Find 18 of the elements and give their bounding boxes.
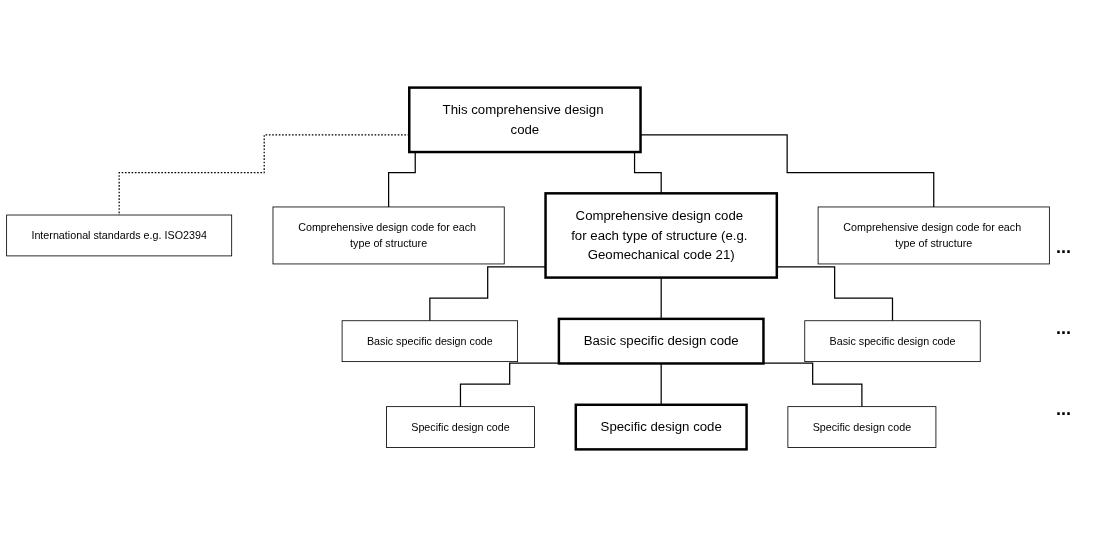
node-box: Specific design code bbox=[787, 405, 937, 448]
node-box: Comprehensive design code for each type of structure (e.g. Geomechanical code 21) bbox=[544, 191, 779, 279]
node-box: Specific design code bbox=[574, 403, 748, 451]
node-box: Basic specific design code bbox=[804, 319, 981, 362]
node-box: Comprehensive design code for each type of structure bbox=[817, 206, 1050, 264]
node-box: Basic specific design code bbox=[341, 319, 518, 362]
connector bbox=[459, 361, 560, 407]
connector bbox=[762, 361, 863, 407]
ellipsis-note: ... bbox=[1056, 398, 1072, 420]
node-box: Comprehensive design code for each type of structure bbox=[272, 206, 505, 264]
node-box: This comprehensive design code bbox=[408, 85, 642, 153]
node-box: Basic specific design code bbox=[557, 317, 765, 365]
node-box: International standards e.g. ISO2394 bbox=[6, 214, 233, 256]
node-box: Specific design code bbox=[386, 405, 535, 448]
connector bbox=[776, 265, 894, 321]
connector bbox=[660, 362, 662, 405]
ellipsis-note: ... bbox=[1056, 236, 1072, 258]
ellipsis-note: ... bbox=[1056, 317, 1072, 339]
